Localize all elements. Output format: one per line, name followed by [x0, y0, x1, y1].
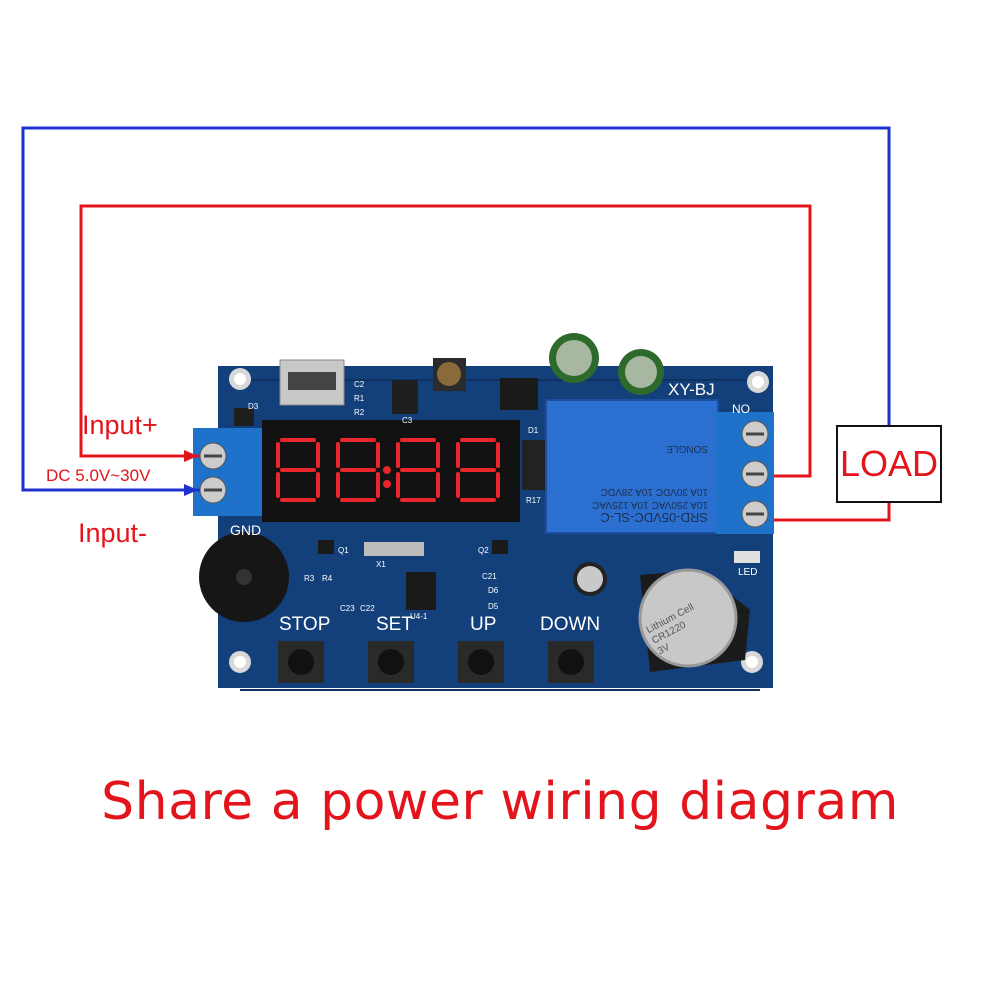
silk-r17: R17 — [526, 496, 541, 505]
dc-range-label: DC 5.0V~30V — [46, 466, 151, 485]
set-button-label: SET — [376, 614, 413, 635]
gnd-label: GND — [230, 522, 262, 538]
load-box: LOAD — [836, 425, 942, 503]
buzzer — [199, 532, 289, 622]
push-buttons — [278, 641, 594, 683]
silk-r4: R4 — [322, 574, 333, 583]
silk-r3: R3 — [304, 574, 315, 583]
relay-line: 10A 250VAC 10A 125VAC — [592, 499, 708, 510]
red-wire-load — [774, 503, 891, 522]
silk-r2: R2 — [354, 408, 365, 417]
no-label: NO — [732, 402, 750, 416]
silk-r1: R1 — [354, 394, 365, 403]
stop-button-label: STOP — [279, 614, 331, 635]
silk-c3: C3 — [402, 416, 413, 425]
transistor-q1 — [318, 540, 334, 554]
red-wire-supply — [79, 204, 812, 478]
crystal-x1 — [364, 542, 424, 556]
mounting-holes — [229, 368, 769, 673]
inductor — [433, 358, 466, 391]
silk-u4: U4-1 — [410, 612, 428, 621]
silk-q2: Q2 — [478, 546, 489, 555]
input-minus-label: Input- — [78, 518, 148, 548]
blue-wire — [21, 126, 891, 492]
silk-x1: X1 — [376, 560, 386, 569]
down-button-label: DOWN — [540, 614, 601, 635]
silk-c22: C22 — [360, 604, 375, 613]
silk-d5: D5 — [488, 602, 499, 611]
led — [734, 551, 760, 563]
chip-small — [392, 380, 418, 414]
micro-usb-connector — [279, 359, 345, 406]
electrolytic-capacitors — [549, 333, 664, 596]
coin-cell-battery — [638, 568, 750, 672]
input-terminal-block — [193, 428, 263, 516]
relay-line: 10A 30VDC 10A 28VDC — [600, 486, 708, 497]
silk-d1: D1 — [528, 426, 539, 435]
relay-line: SRD-05VDC-SL-C — [600, 510, 708, 525]
board-model-label: XY-BJ — [668, 380, 715, 399]
transistor-q2 — [492, 540, 508, 554]
relay-line: SONGLE — [666, 443, 708, 454]
led-label: LED — [738, 567, 758, 578]
display-digits — [276, 438, 500, 502]
relay-terminal-block — [716, 412, 774, 534]
chip-top — [500, 378, 538, 410]
silk-d3: D3 — [248, 402, 259, 411]
red-wire-arrow — [184, 450, 198, 462]
up-button-label: UP — [470, 614, 497, 635]
caption: Share a power wiring diagram — [101, 772, 899, 832]
silk-c21: C21 — [482, 572, 497, 581]
diode-d1 — [522, 440, 546, 490]
chip-u4 — [406, 572, 436, 610]
blue-wire-arrow — [184, 484, 198, 496]
chip-d3 — [234, 408, 254, 426]
silk-c23: C23 — [340, 604, 355, 613]
input-plus-label: Input+ — [82, 410, 158, 440]
silk-c2: C2 — [354, 380, 365, 389]
silk-q1: Q1 — [338, 546, 349, 555]
relay-markings: SRD-05VDC-SL-C 10A 250VAC 10A 125VAC 10A… — [548, 402, 716, 530]
silk-d6: D6 — [488, 586, 499, 595]
relay — [545, 399, 719, 534]
